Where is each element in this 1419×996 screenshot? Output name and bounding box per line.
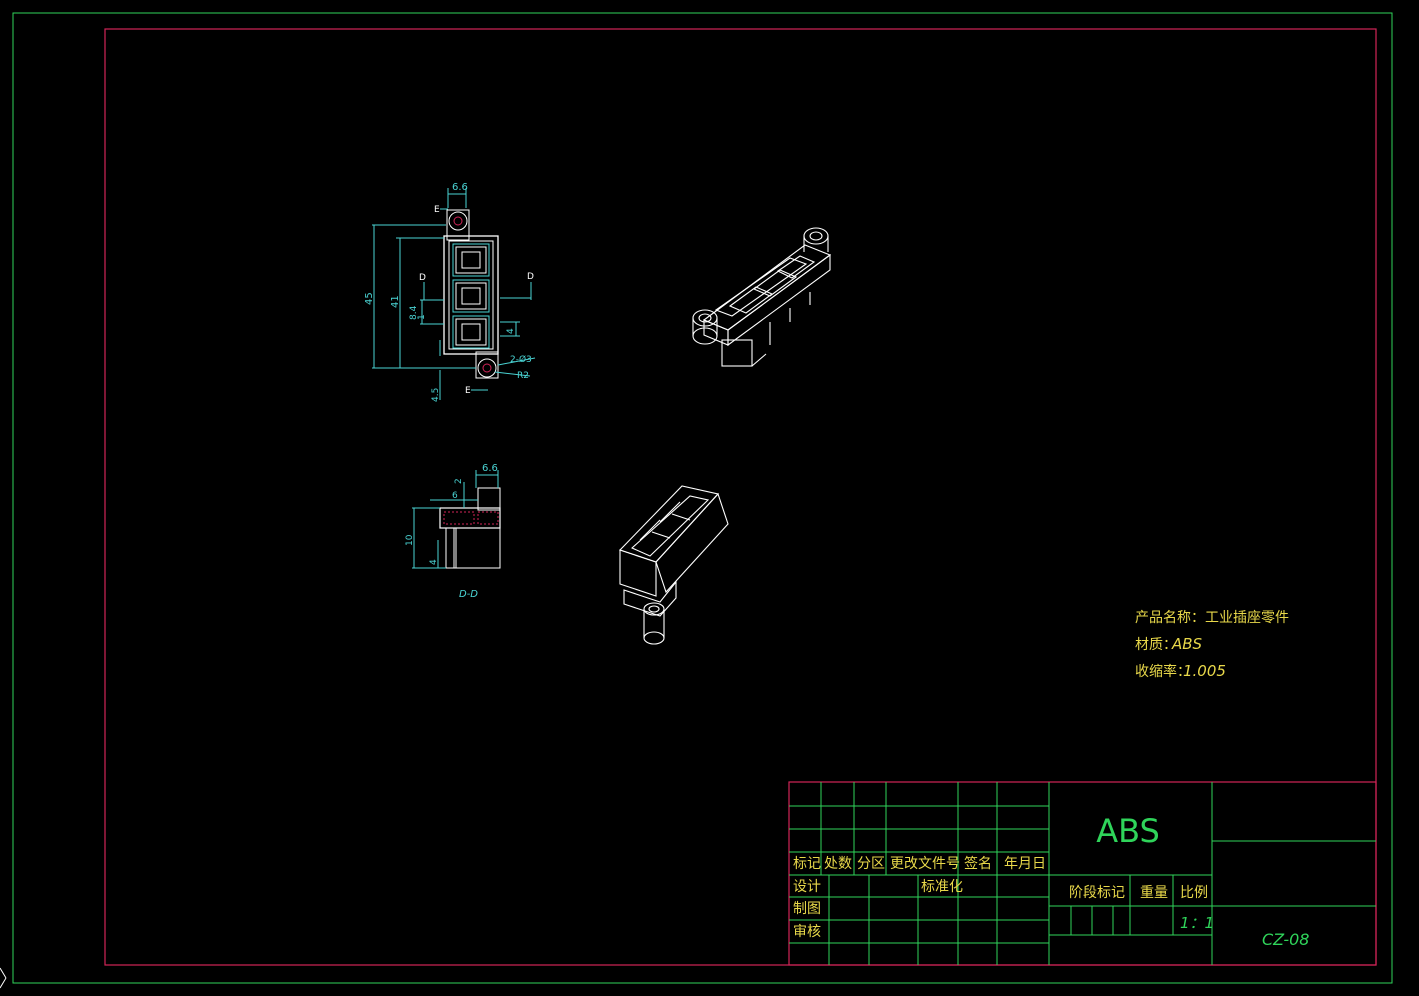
outer-border — [12, 12, 1393, 984]
header-mark: 标记 — [793, 856, 821, 872]
drawing-frame — [104, 28, 1377, 966]
material-value: ABS — [1171, 635, 1203, 653]
title-material: ABS — [1096, 812, 1160, 850]
dim-height-inner: 41 — [390, 295, 401, 308]
weight-label: 重量 — [1140, 885, 1168, 901]
header-zone: 分区 — [857, 856, 885, 872]
ucs-icon — [0, 967, 7, 989]
dim-height-total: 45 — [364, 292, 375, 305]
dim-top-width: 6.6 — [452, 182, 468, 193]
dim-r2: R2 — [517, 371, 529, 381]
section-label-dd: D-D — [459, 589, 478, 600]
dim-4: 4 — [506, 328, 516, 334]
isometric-view-top — [692, 227, 832, 367]
dim-sec-10: 10 — [405, 534, 415, 546]
product-name-note: 产品名称：工业插座零件 — [1135, 610, 1289, 626]
shrink-value: 1.005 — [1183, 662, 1226, 680]
scale-value: 1：1 — [1180, 914, 1214, 932]
front-view — [372, 188, 536, 400]
section-mark-e-bottom: E — [465, 386, 471, 396]
section-mark-e-top: E — [434, 205, 440, 215]
title-block — [788, 781, 1377, 966]
row-design: 设计 — [793, 879, 821, 895]
isometric-view-bottom — [618, 485, 729, 645]
stage-mark: 阶段标记 — [1069, 885, 1125, 901]
material-label: 材质： — [1135, 637, 1177, 653]
drawing-number: CZ-08 — [1262, 930, 1309, 949]
dim-sec-width: 6.6 — [482, 463, 498, 474]
dim-4-5: 4.5 — [431, 388, 441, 402]
section-view-dd — [412, 470, 501, 569]
row-standard: 标准化 — [921, 879, 963, 895]
header-count: 处数 — [824, 856, 852, 872]
header-signature: 签名 — [964, 855, 992, 872]
dim-8-4: 8.4 — [409, 305, 419, 320]
dim-1: 1 — [417, 314, 427, 320]
header-change-doc: 更改文件号 — [890, 856, 960, 872]
section-mark-d-right: D — [527, 272, 534, 282]
dim-sec-6: 6 — [452, 491, 458, 501]
row-draw: 制图 — [793, 901, 821, 917]
section-mark-d-left: D — [419, 273, 426, 283]
header-date: 年月日 — [1004, 856, 1046, 872]
shrink-label: 收缩率： — [1135, 663, 1191, 680]
dim-2-phi3: 2-Ø3 — [510, 354, 532, 365]
scale-label: 比例 — [1180, 885, 1208, 901]
dim-sec-4: 4 — [429, 559, 439, 565]
row-review: 审核 — [793, 924, 821, 940]
dim-sec-2: 2 — [454, 478, 464, 484]
